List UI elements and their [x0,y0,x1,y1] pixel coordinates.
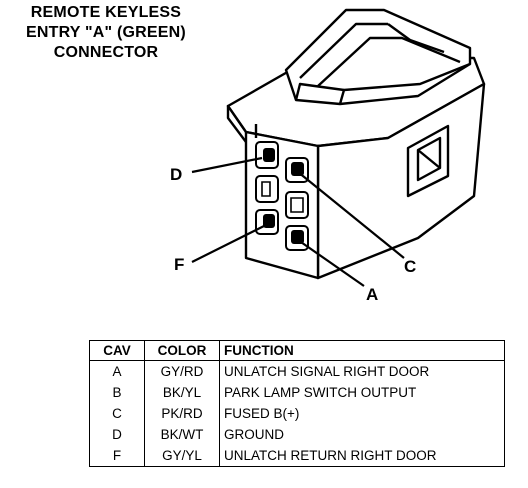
cell-function: PARK LAMP SWITCH OUTPUT [219,382,505,403]
leader-c [297,171,405,259]
leader-f [191,225,265,263]
leader-d [191,156,263,174]
connector-drawing: D F C A [170,8,486,304]
cell-color: PK/RD [144,403,220,424]
leader-a [297,239,365,287]
table-row: A GY/RD UNLATCH SIGNAL RIGHT DOOR [89,360,505,382]
cell-function: FUSED B(+) [219,403,505,424]
table-row: B BK/YL PARK LAMP SWITCH OUTPUT [89,382,505,403]
cell-cav: A [89,360,145,382]
callout-c: C [404,257,416,276]
table-header-row: CAV COLOR FUNCTION [89,340,505,361]
table-row: C PK/RD FUSED B(+) [89,403,505,424]
cell-function: GROUND [219,424,505,445]
cell-function: UNLATCH SIGNAL RIGHT DOOR [219,360,505,382]
title-line-1: REMOTE KEYLESS [30,4,182,21]
cell-cav: D [89,424,145,445]
header-color: COLOR [144,340,220,361]
cavity-table: CAV COLOR FUNCTION A GY/RD UNLATCH SIGNA… [89,340,505,467]
cell-cav: F [89,445,145,467]
title-line-3: CONNECTOR [53,44,159,61]
diagram-title: REMOTE KEYLESS ENTRY "A" (GREEN) CONNECT… [0,3,212,63]
callout-d: D [170,165,182,184]
cavity-e [255,175,279,203]
table-row: D BK/WT GROUND [89,424,505,445]
table-row: F GY/YL UNLATCH RETURN RIGHT DOOR [89,445,505,467]
cell-cav: B [89,382,145,403]
callout-f: F [174,255,184,274]
cavity-b [285,191,309,219]
cell-cav: C [89,403,145,424]
cell-color: BK/WT [144,424,220,445]
title-line-2: ENTRY "A" (GREEN) [26,24,186,41]
header-cav: CAV [89,340,145,361]
cell-color: GY/RD [144,360,220,382]
cell-color: GY/YL [144,445,220,467]
header-function: FUNCTION [219,340,505,361]
callout-a: A [366,285,378,304]
cell-color: BK/YL [144,382,220,403]
cell-function: UNLATCH RETURN RIGHT DOOR [219,445,505,467]
